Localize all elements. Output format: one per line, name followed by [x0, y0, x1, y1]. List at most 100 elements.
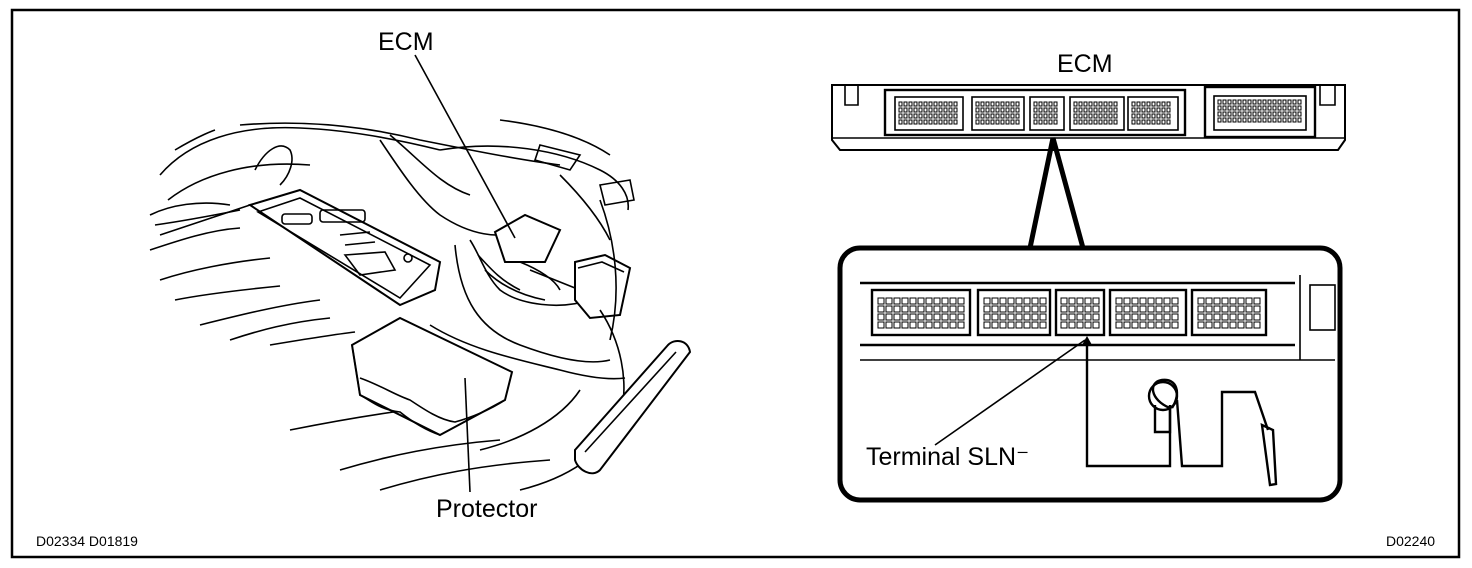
connector-pin — [953, 101, 958, 107]
connector-pin — [999, 313, 1007, 321]
connector-pin — [1229, 305, 1237, 313]
connector-pin — [1155, 305, 1163, 313]
connector-pin — [1078, 107, 1083, 113]
connector-pin — [1136, 101, 1141, 107]
connector-pin — [925, 321, 933, 329]
connector-pin — [995, 101, 1000, 107]
connector-pin — [1262, 117, 1267, 123]
connector-pin — [1205, 313, 1213, 321]
connector-pin — [1043, 107, 1048, 113]
connector-pin — [949, 305, 957, 313]
connector-pin — [1197, 321, 1205, 329]
connector-pin — [985, 101, 990, 107]
connector-pin — [1282, 111, 1287, 117]
connector-pin — [1084, 321, 1092, 329]
connector-pin — [918, 107, 923, 113]
connector-pin — [928, 119, 933, 125]
connector-pin — [1048, 113, 1053, 119]
connector-pin — [1237, 321, 1245, 329]
connector-pin — [1131, 321, 1139, 329]
connector-pin — [1242, 105, 1247, 111]
connector-pin — [1227, 99, 1232, 105]
connector-pin — [1292, 117, 1297, 123]
connector-pin — [1151, 101, 1156, 107]
connector-pin — [1237, 305, 1245, 313]
connector-pin — [1015, 321, 1023, 329]
terminal-leader-line — [934, 339, 1086, 446]
connector-pin — [948, 107, 953, 113]
connector-pin — [901, 305, 909, 313]
connector-pin — [917, 305, 925, 313]
connector-pin — [1237, 117, 1242, 123]
connector-pin — [1123, 321, 1131, 329]
connector-pin — [1139, 297, 1147, 305]
connector-pin — [1023, 321, 1031, 329]
connector-pin — [1267, 99, 1272, 105]
connector-pin — [1156, 101, 1161, 107]
connector-pin — [1163, 305, 1171, 313]
connector-pin — [1155, 313, 1163, 321]
connector-pin — [1141, 113, 1146, 119]
connector-pin — [1000, 113, 1005, 119]
connector-pin — [990, 101, 995, 107]
connector-pin — [1252, 117, 1257, 123]
connector-pin — [1007, 297, 1015, 305]
connector-pin — [877, 305, 885, 313]
ecm-leader-line — [414, 54, 516, 239]
connector-pin — [941, 297, 949, 305]
connector-pin — [1245, 305, 1253, 313]
connector-pin — [1039, 321, 1047, 329]
connector-pin — [1023, 305, 1031, 313]
connector-pin — [1229, 297, 1237, 305]
connector-pin — [1232, 111, 1237, 117]
connector-pin — [1076, 313, 1084, 321]
connector-pin — [999, 321, 1007, 329]
connector-pin — [1053, 113, 1058, 119]
zoom-callout-lines — [1027, 137, 1086, 249]
connector-pin — [1053, 107, 1058, 113]
connector-pin — [933, 119, 938, 125]
connector-pin — [1139, 305, 1147, 313]
connector-pin — [1131, 107, 1136, 113]
connector-pin — [1053, 119, 1058, 125]
connector-pin — [1146, 101, 1151, 107]
connector-pin — [957, 313, 965, 321]
connector-pin — [1093, 113, 1098, 119]
connector-pin — [925, 297, 933, 305]
connector-pin — [975, 119, 980, 125]
connector-pin — [1297, 99, 1302, 105]
connector-pin — [1136, 107, 1141, 113]
connector-pin — [1076, 305, 1084, 313]
connector-pin — [1161, 113, 1166, 119]
connector-pin — [1292, 99, 1297, 105]
connector-pin — [1103, 107, 1108, 113]
connector-pin — [1262, 105, 1267, 111]
connector-pin — [885, 321, 893, 329]
connector-pin — [1015, 101, 1020, 107]
connector-pin — [1232, 105, 1237, 111]
connector-pin — [1093, 119, 1098, 125]
connector-pin — [917, 313, 925, 321]
connector-pin — [995, 113, 1000, 119]
connector-pin — [909, 321, 917, 329]
connector-pin — [877, 297, 885, 305]
connector-pin — [1156, 113, 1161, 119]
outer-border — [10, 8, 1461, 559]
connector-pin — [1221, 321, 1229, 329]
connector-pin — [1229, 321, 1237, 329]
connector-pin — [909, 297, 917, 305]
connector-pin — [1088, 119, 1093, 125]
connector-pin — [1033, 107, 1038, 113]
connector-pin — [918, 119, 923, 125]
connector-pin — [938, 107, 943, 113]
connector-pin — [1197, 313, 1205, 321]
connector-pin — [1015, 119, 1020, 125]
connector-pin — [1292, 105, 1297, 111]
connector-pin — [1078, 119, 1083, 125]
connector-pin — [1155, 321, 1163, 329]
connector-pin — [1292, 111, 1297, 117]
connector-pin — [1277, 111, 1282, 117]
connector-pin — [923, 113, 928, 119]
ecm-label-left: ECM — [378, 28, 434, 56]
connector-pin — [1205, 321, 1213, 329]
